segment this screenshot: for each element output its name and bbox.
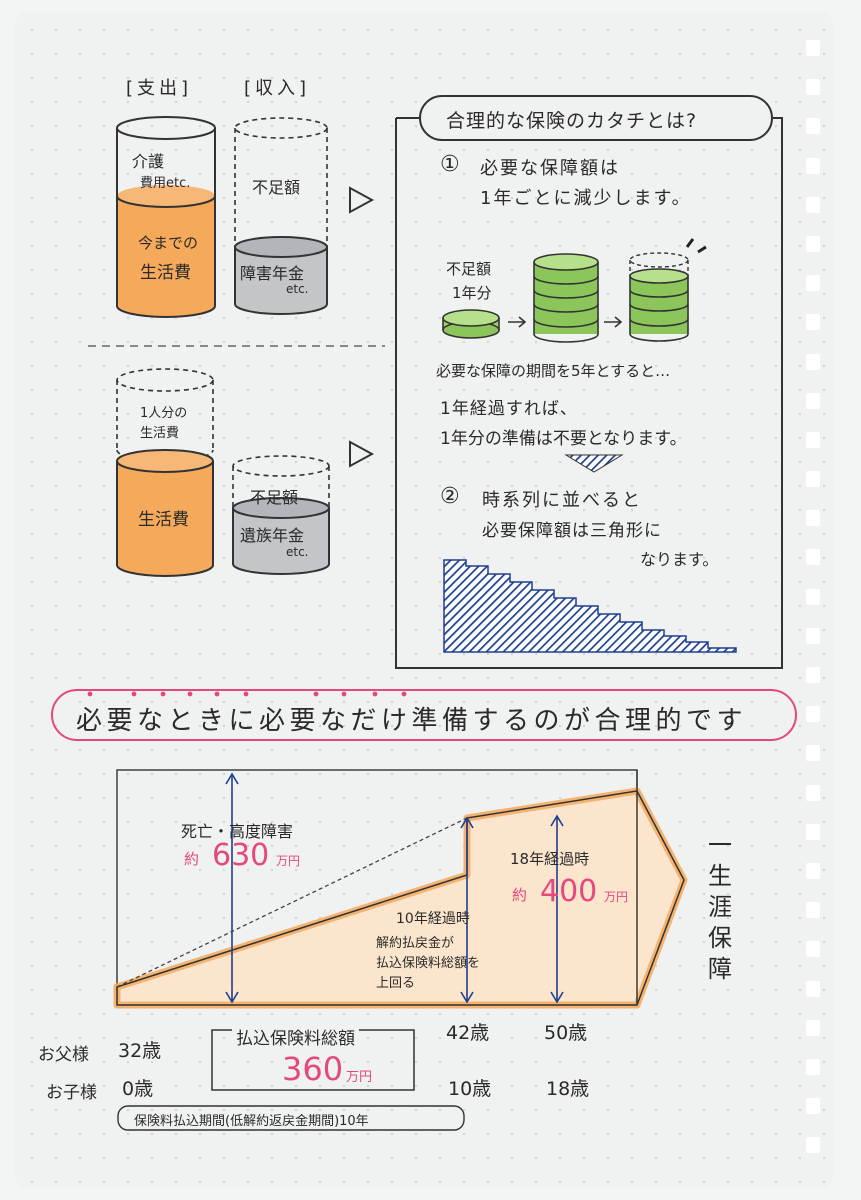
premium-unit: 万円 [346, 1070, 373, 1085]
jar-income-bottom [232, 455, 330, 575]
jar-care-line2: 費用etc. [140, 176, 191, 191]
panel-title-box [419, 95, 773, 141]
arrow-coin-2-icon [604, 316, 623, 328]
yr10-line1: 10年経過時 [396, 911, 470, 927]
point1-num: ① [440, 152, 460, 177]
header-expense: [支出] [126, 78, 193, 99]
child-age-10: 10歳 [448, 1078, 492, 1100]
jar-oneperson-line1: 1人分の [140, 406, 188, 421]
banner-emphasis-dots [87, 691, 407, 697]
jar-pension-line2: etc. [286, 282, 309, 296]
premium-label: 払込保険料総額 [232, 1024, 359, 1049]
header-income: [収入] [244, 78, 311, 99]
jar-shortfall-top: 不足額 [252, 178, 301, 197]
jar-income-top [234, 117, 328, 315]
death-amount: 630 [212, 838, 270, 873]
period-line3: 1年分の準備は不要となります。 [440, 429, 687, 449]
father-age-50: 50歳 [544, 1022, 588, 1044]
father-label: お父様 [38, 1045, 89, 1065]
jar-expense-bottom [116, 368, 214, 577]
coin-stack-5 [533, 253, 599, 343]
coin-single [442, 309, 500, 339]
father-age-42: 42歳 [446, 1022, 490, 1044]
panel-frame [395, 117, 783, 669]
point2-line1: 時系列に並べると [482, 490, 642, 511]
down-triangle-icon [564, 454, 624, 473]
point2-line3: なります。 [640, 550, 719, 569]
coin-stack-4 [629, 238, 707, 342]
yr18-unit: 万円 [604, 890, 629, 904]
period-line2: 1年経過すれば、 [440, 399, 578, 419]
child-age-18: 18歳 [546, 1078, 590, 1100]
banner-frame [51, 689, 797, 741]
premium-amount: 360 [282, 1050, 344, 1088]
arrow-right-1-icon [349, 186, 375, 214]
child-age: 0歳 [122, 1078, 154, 1100]
shortfall-label-line1: 不足額 [446, 260, 492, 278]
point1-line2: 1年ごとに減少します。 [480, 188, 692, 209]
yr18-prefix: 約 [512, 886, 528, 904]
yr18-label: 18年経過時 [510, 850, 590, 868]
point2-num: ② [440, 484, 460, 509]
jar-care-line1: 介護 [132, 152, 165, 171]
period-line1: 必要な保障の期間を5年とすると… [436, 362, 671, 380]
lifelong-label: 一生涯保障 [708, 831, 732, 983]
yr10-line2: 解約払戻金が [376, 936, 455, 951]
jar-living-bottom: 生活費 [138, 510, 189, 530]
yr18-amount: 400 [540, 874, 598, 909]
binder-holes [806, 40, 828, 1176]
jar-oneperson-line2: 生活費 [140, 426, 180, 441]
panel-title: 合理的な保険のカタチとは? [446, 110, 698, 132]
yr10-line4: 上回る [376, 976, 416, 991]
jar-expense-top [116, 116, 216, 318]
jar-living-line2: 生活費 [140, 263, 191, 283]
jar-living-line1: 今までの [138, 234, 199, 252]
death-prefix: 約 [184, 850, 200, 868]
point2-line2: 必要保障額は三角形に [482, 521, 662, 541]
arrow-coin-1-icon [508, 316, 527, 328]
jar-survivor-line2: etc. [286, 545, 309, 559]
death-unit: 万円 [276, 854, 301, 868]
shortfall-label-line2: 1年分 [452, 284, 492, 302]
jar-survivor-line1: 遺族年金 [240, 526, 305, 545]
point1-line1: 必要な保障額は [480, 158, 620, 179]
yr10-line3: 払込保険料総額を [376, 956, 481, 971]
arrow-right-2-icon [349, 440, 375, 468]
jar-pension-line1: 障害年金 [240, 264, 305, 283]
premium-period-note: 保険料払込期間(低解約返戻金期間)10年 [134, 1114, 369, 1129]
staircase-triangle [443, 559, 737, 653]
child-label: お子様 [46, 1083, 97, 1103]
death-label: 死亡・高度障害 [181, 822, 294, 841]
jar-shortfall-bottom: 不足額 [250, 488, 299, 507]
banner-text: 必要なときに必要なだけ準備するのが合理的です [76, 706, 748, 736]
father-age: 32歳 [118, 1040, 162, 1062]
